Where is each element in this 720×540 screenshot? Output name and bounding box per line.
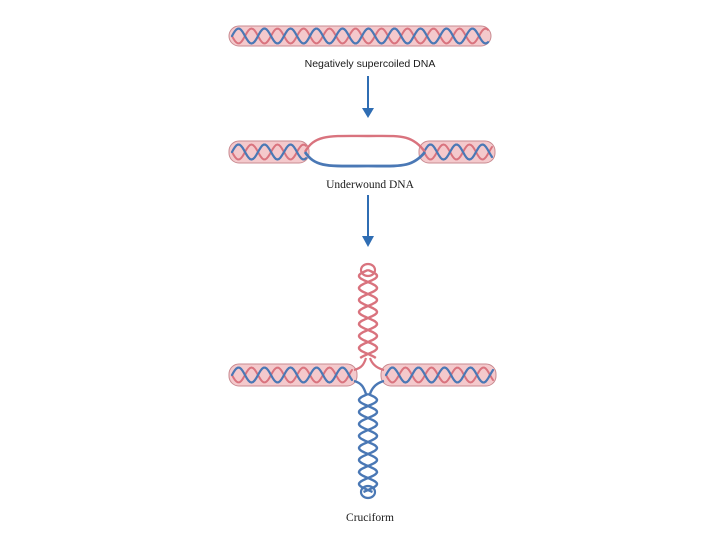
cruciform-lower-hairpin-loop-tip bbox=[361, 486, 375, 498]
arrow-down-1 bbox=[362, 76, 374, 118]
arrow-down-2 bbox=[362, 195, 374, 247]
supercoiled-dna-group: Negatively supercoiled DNA bbox=[229, 26, 491, 70]
supercoiled-dna-caption: Negatively supercoiled DNA bbox=[305, 58, 436, 70]
cruciform-lower-hairpin bbox=[359, 394, 377, 498]
cruciform-upper-hairpin bbox=[359, 264, 377, 358]
cruciform-caption: Cruciform bbox=[346, 512, 394, 524]
cruciform-structure bbox=[229, 264, 496, 498]
supercoiled-dna-helix bbox=[229, 26, 491, 46]
cruciform-group: Cruciform bbox=[229, 264, 496, 524]
underwound-dna-group: Underwound DNA bbox=[229, 136, 495, 191]
underwound-dna-helix bbox=[229, 136, 495, 166]
underwound-dna-caption: Underwound DNA bbox=[326, 179, 415, 191]
